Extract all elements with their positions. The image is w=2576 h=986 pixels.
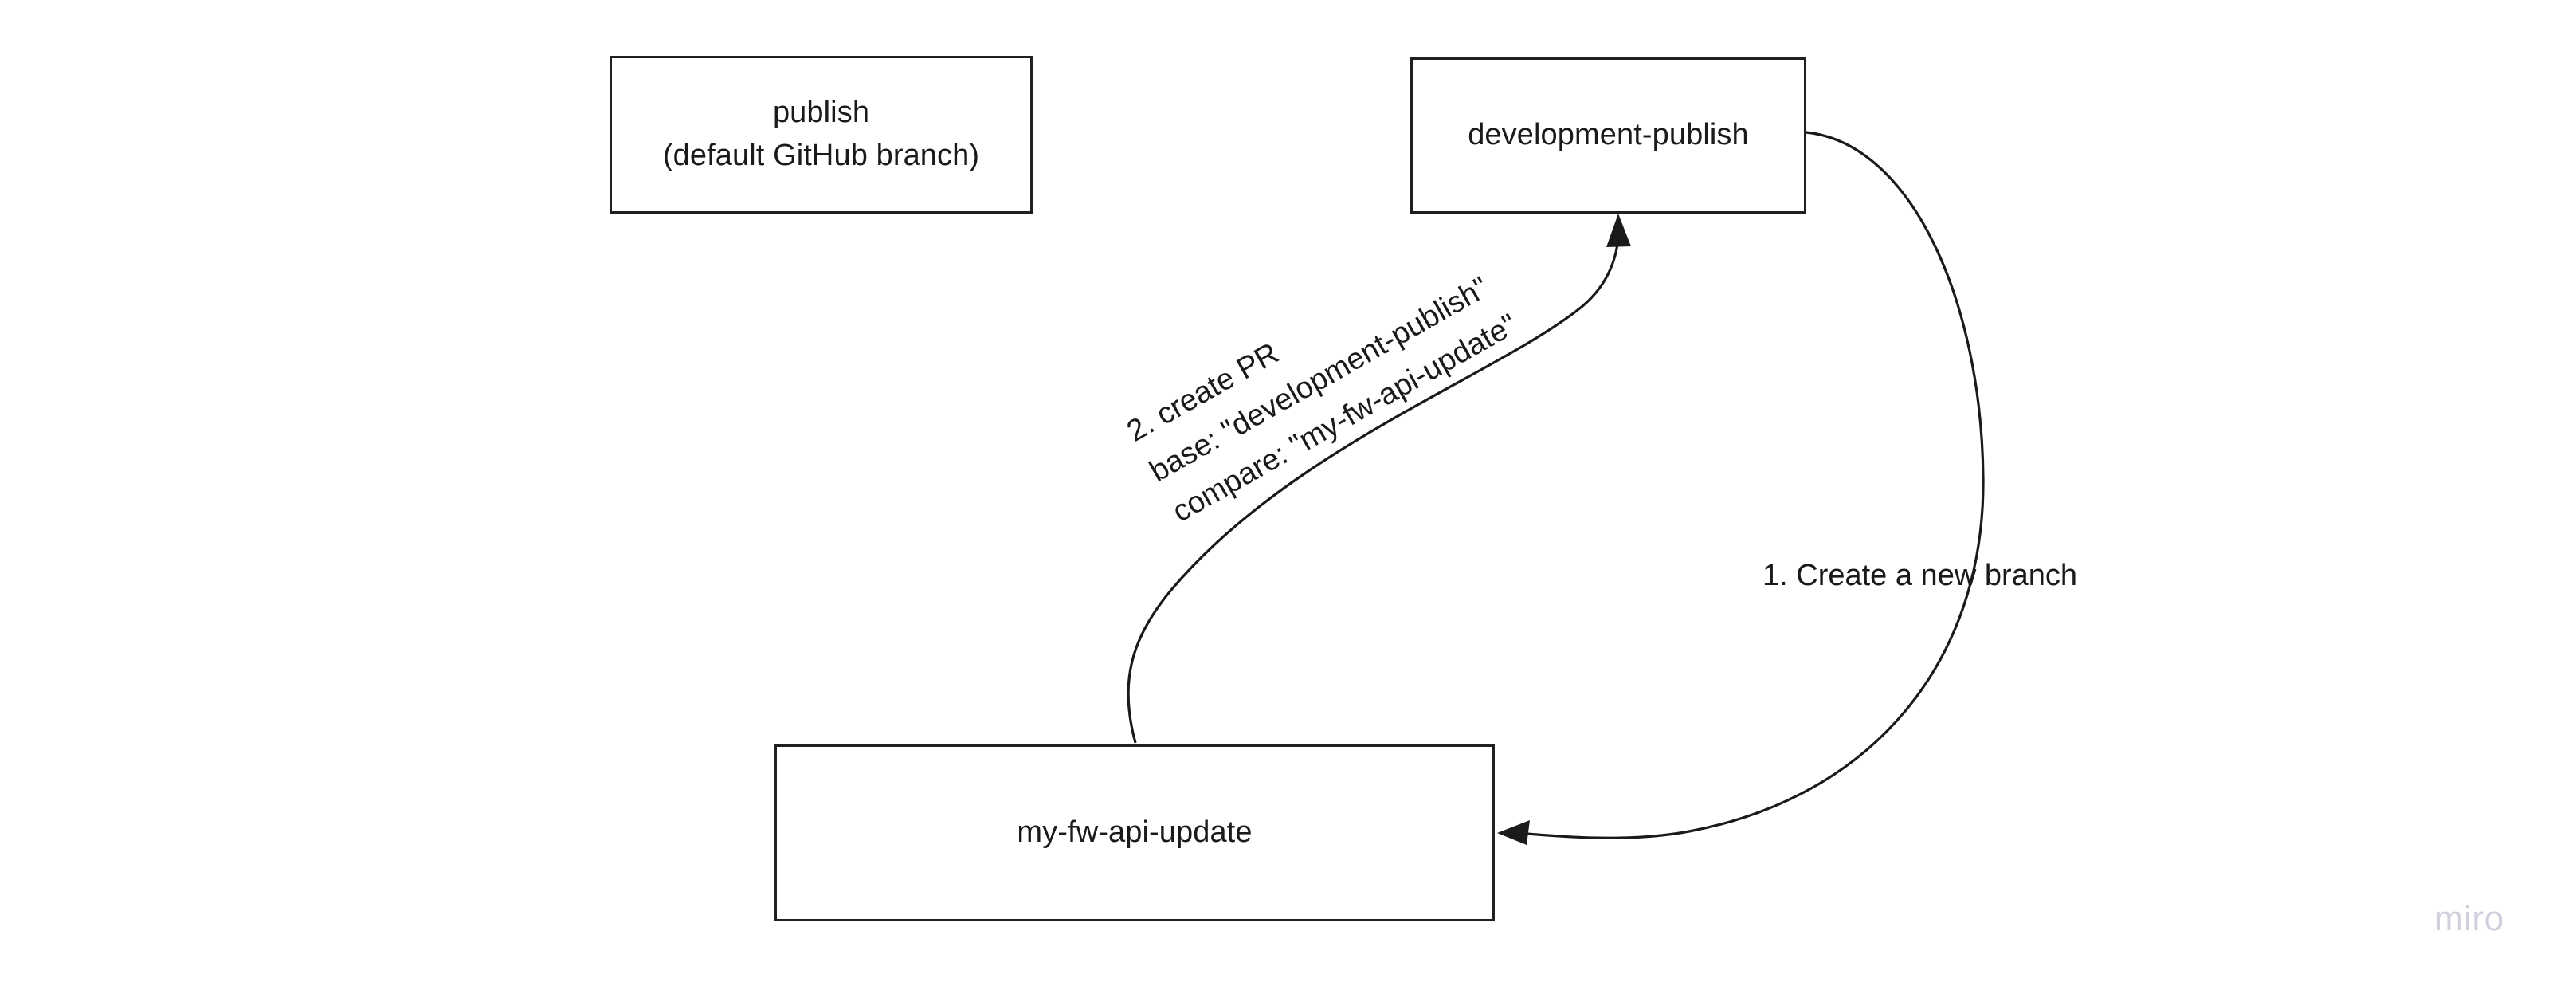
edge-create-branch-path	[1517, 131, 1985, 839]
edge-create-branch	[1497, 131, 1985, 845]
node-my-fw-api-update-label: my-fw-api-update	[1017, 815, 1253, 850]
node-publish-label: publish (default GitHub branch)	[662, 96, 980, 172]
node-development-publish-label: development-publish	[1468, 118, 1749, 152]
node-publish[interactable]: publish (default GitHub branch)	[610, 56, 1033, 214]
miro-watermark: miro	[2434, 899, 2504, 938]
node-development-publish[interactable]: development-publish	[1410, 57, 1806, 214]
node-my-fw-api-update[interactable]: my-fw-api-update	[774, 744, 1495, 921]
edge-label-create-branch[interactable]: 1. Create a new branch	[1762, 559, 2078, 592]
edge-create-branch-arrowhead	[1497, 820, 1530, 845]
edge-label-create-pr[interactable]: 2. create PR base: "development-publish"…	[1121, 270, 1523, 529]
edge-create-pr-arrowhead	[1606, 214, 1631, 247]
